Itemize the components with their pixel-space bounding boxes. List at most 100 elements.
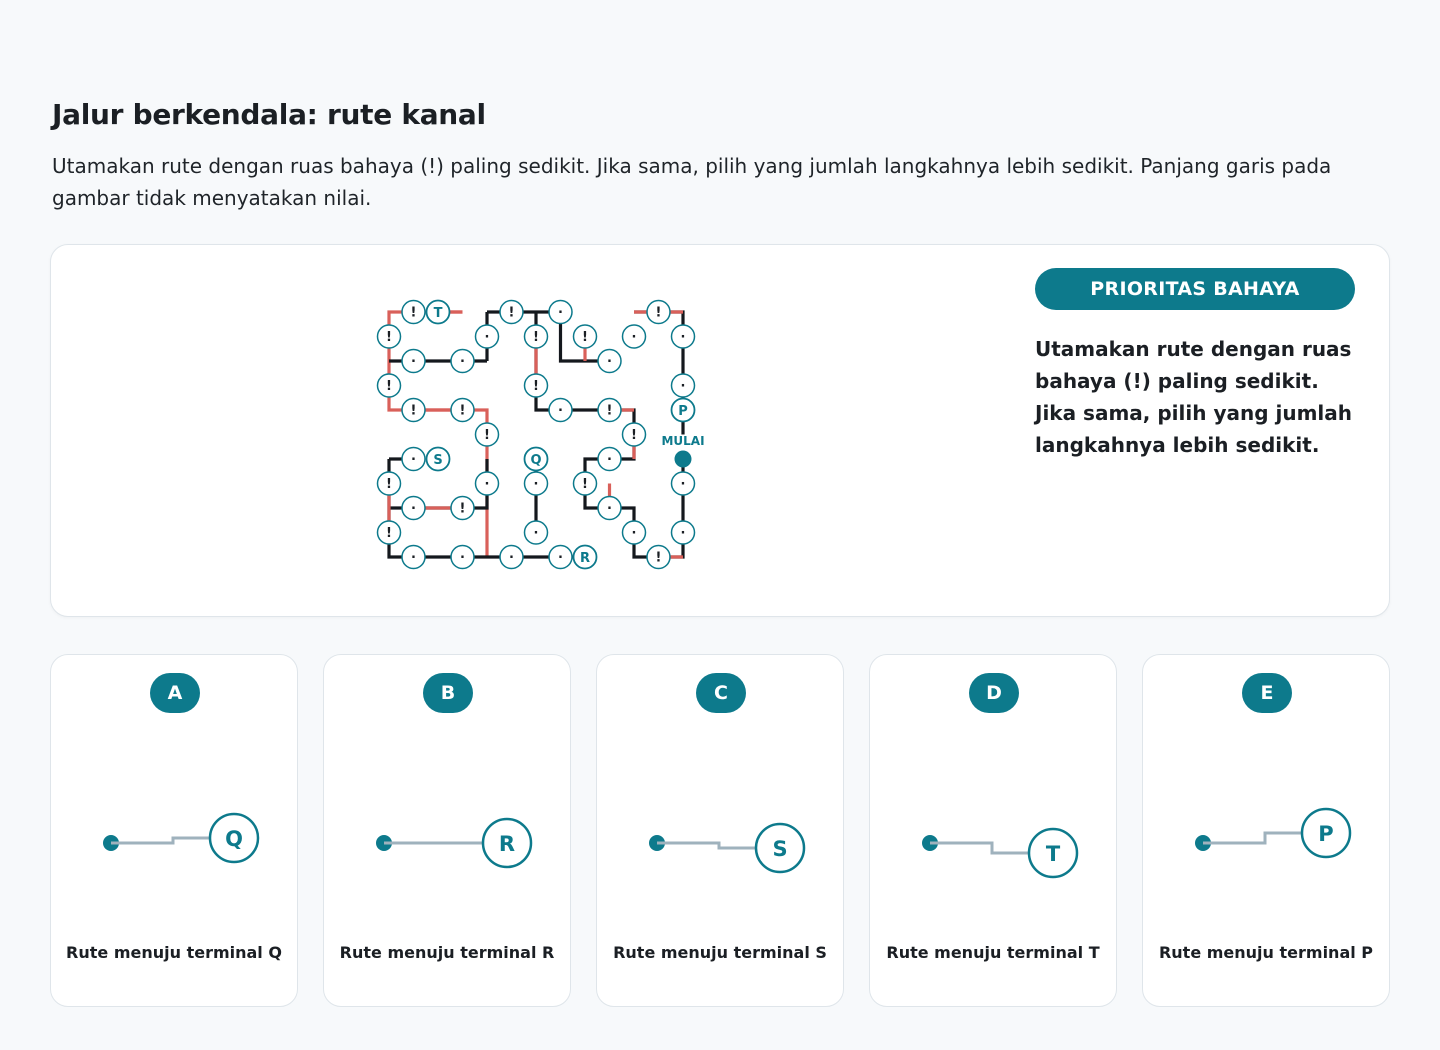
- terminal-label: T: [1046, 842, 1061, 866]
- waypoint-node: [401, 544, 426, 570]
- maze-board: !!··!!!!·!··!!····!·!·!·!·!·!··!·!··!···…: [376, 299, 705, 570]
- waypoint-node: [401, 348, 426, 374]
- waypoint-mark: ·: [509, 551, 514, 566]
- hazard-node: [621, 422, 647, 447]
- terminal-node-label: S: [433, 453, 442, 468]
- waypoint-mark: ·: [607, 502, 612, 517]
- hazard-mark: !: [460, 404, 466, 419]
- option-letter: B: [423, 673, 473, 713]
- terminal-node: [425, 446, 451, 472]
- hazard-mark: !: [533, 379, 539, 394]
- route-preview: S: [649, 822, 806, 874]
- terminal-label: P: [1318, 822, 1333, 846]
- option-caption: Rute menuju terminal T: [886, 943, 1100, 962]
- hazard-mark: !: [582, 330, 588, 345]
- option-caption: Rute menuju terminal P: [1158, 943, 1374, 962]
- route-line: [111, 836, 213, 845]
- waypoint-mark: ·: [485, 477, 490, 492]
- hazard-mark: !: [386, 330, 392, 345]
- waypoint-node: [474, 324, 500, 349]
- waypoint-mark: ·: [411, 453, 416, 468]
- waypoint-mark: ·: [485, 330, 490, 345]
- start-point: [674, 450, 692, 468]
- terminal-circle: [208, 812, 260, 864]
- option-card-c[interactable]: C S Rute menuju terminal S: [596, 654, 844, 1007]
- waypoint-node: [621, 520, 647, 545]
- terminal-label: S: [772, 837, 787, 861]
- route-preview: P: [1195, 807, 1352, 859]
- waypoint-node: [548, 397, 573, 423]
- hazard-node: [572, 324, 598, 349]
- hazard-node: [376, 373, 402, 398]
- waypoint-node: [450, 348, 475, 374]
- hazard-node: [376, 520, 402, 545]
- legend-text: Utamakan rute dengan ruas bahaya (!) pal…: [1035, 337, 1353, 457]
- hazard-node: [499, 299, 524, 325]
- waypoint-mark: ·: [534, 526, 539, 541]
- terminal-node: [572, 544, 598, 570]
- waypoint-mark: ·: [681, 330, 686, 345]
- terminal-node: [670, 397, 696, 423]
- hazard-mark: !: [386, 379, 392, 394]
- option-card-b[interactable]: B R Rute menuju terminal R: [323, 654, 571, 1007]
- waypoint-node: [670, 471, 696, 496]
- option-letter: A: [150, 673, 200, 713]
- terminal-circle: [1027, 827, 1079, 879]
- option-caption: Rute menuju terminal R: [339, 943, 555, 962]
- hazard-node: [401, 397, 426, 423]
- hazard-mark: !: [607, 404, 613, 419]
- option-card-d[interactable]: D T Rute menuju terminal T: [869, 654, 1117, 1007]
- waypoint-mark: ·: [411, 551, 416, 566]
- terminal-node: [523, 446, 549, 472]
- terminal-node-label: Q: [530, 453, 541, 468]
- waypoint-mark: ·: [534, 477, 539, 492]
- hazard-mark: !: [386, 526, 392, 541]
- waypoint-mark: ·: [632, 330, 637, 345]
- waypoint-node: [474, 471, 500, 496]
- hazard-mark: !: [533, 330, 539, 345]
- waypoint-node: [548, 544, 573, 570]
- hazard-node: [646, 299, 671, 325]
- waypoint-mark: ·: [558, 404, 563, 419]
- terminal-label: R: [499, 832, 515, 856]
- option-letter: D: [969, 673, 1019, 713]
- waypoint-node: [523, 471, 549, 496]
- terminal-node-label: P: [678, 404, 688, 419]
- option-letter: E: [1242, 673, 1292, 713]
- hazard-mark: !: [656, 551, 662, 566]
- waypoint-mark: ·: [558, 306, 563, 321]
- terminal-circle: [754, 822, 806, 874]
- option-card-a[interactable]: A Q Rute menuju terminal Q: [50, 654, 298, 1007]
- waypoint-mark: ·: [607, 355, 612, 370]
- waypoint-mark: ·: [558, 551, 563, 566]
- waypoint-node: [523, 520, 549, 545]
- page-title: Jalur berkendala: rute kanal: [52, 98, 486, 131]
- hazard-node: [523, 373, 549, 398]
- waypoint-node: [548, 299, 573, 325]
- hazard-node: [376, 324, 402, 349]
- waypoint-node: [670, 324, 696, 349]
- option-letter: C: [696, 673, 746, 713]
- terminal-circle: [481, 817, 533, 869]
- hazard-mark: !: [411, 404, 417, 419]
- option-card-e[interactable]: E P Rute menuju terminal P: [1142, 654, 1390, 1007]
- hazard-mark: !: [656, 306, 662, 321]
- hazard-mark: !: [631, 428, 637, 443]
- terminal-circle: [1300, 807, 1352, 859]
- hazard-node: [597, 397, 622, 423]
- waypoint-node: [621, 324, 647, 349]
- hazard-node: [450, 495, 475, 521]
- waypoint-mark: ·: [681, 477, 686, 492]
- waypoint-node: [401, 495, 426, 521]
- hazard-mark: !: [411, 306, 417, 321]
- waypoint-node: [597, 446, 622, 472]
- hazard-node: [401, 299, 426, 325]
- waypoint-mark: ·: [607, 453, 612, 468]
- waypoint-mark: ·: [460, 551, 465, 566]
- waypoint-node: [401, 446, 426, 472]
- hazard-node: [450, 397, 475, 423]
- route-preview: T: [922, 827, 1079, 879]
- hazard-node: [376, 471, 402, 496]
- hazard-node: [523, 324, 549, 349]
- terminal-label: Q: [225, 827, 243, 851]
